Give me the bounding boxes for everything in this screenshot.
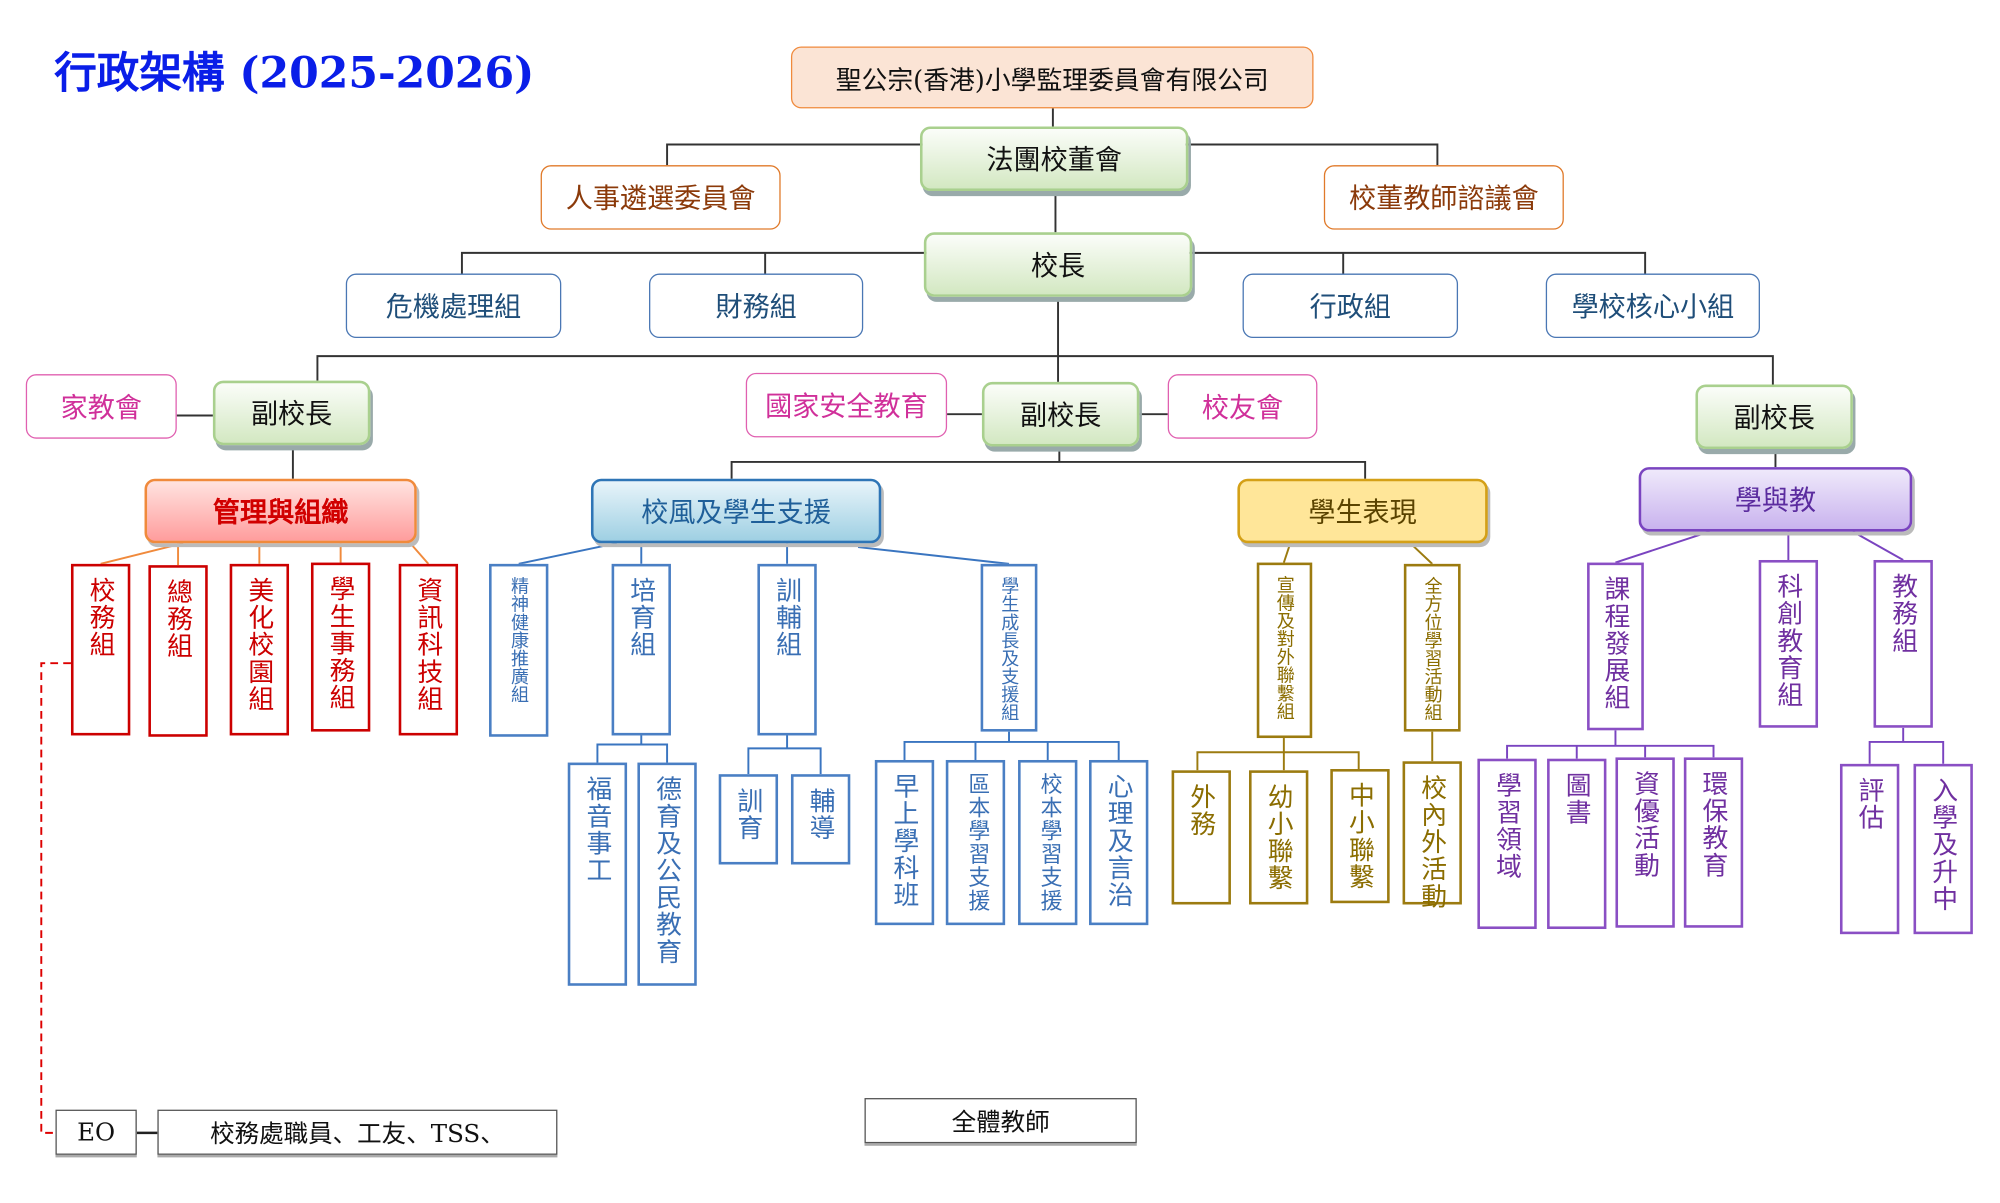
vice-principal-2-box: 副校長 xyxy=(981,381,1140,447)
vice-principal-1-box: 副校長 xyxy=(212,380,371,446)
consultative-council-box: 校董教師諮議會 xyxy=(1323,165,1564,230)
subgroup-box: 資優活動 xyxy=(1615,757,1675,928)
subgroup-box: 幼小聯繫 xyxy=(1249,770,1309,905)
connector xyxy=(1615,530,1904,564)
group-box: 總務組 xyxy=(148,565,208,737)
group-box: 訓輔組 xyxy=(757,563,817,736)
subgroup-box: 評估 xyxy=(1839,763,1900,935)
management-division-box: 管理與組織 xyxy=(144,478,417,544)
group-box: 學生事務組 xyxy=(310,562,371,732)
subgroup-box: 圖書 xyxy=(1547,758,1607,930)
subgroup-box: 中小聯繫 xyxy=(1330,769,1390,904)
group-box: 全方位學習活動組 xyxy=(1403,563,1461,732)
connector xyxy=(1282,542,1433,565)
connector xyxy=(100,542,430,566)
alumni-box: 校友會 xyxy=(1167,374,1318,439)
connector xyxy=(903,731,1120,760)
national-security-box: 國家安全教育 xyxy=(745,372,948,438)
group-box: 資訊科技組 xyxy=(398,563,459,736)
support-division-box: 校風及學生支援 xyxy=(590,478,882,544)
connector xyxy=(1868,727,1945,764)
selection-committee-box: 人事遴選委員會 xyxy=(540,165,781,230)
group-box: 培育組 xyxy=(611,563,671,736)
crisis-group-box: 危機處理組 xyxy=(345,273,562,339)
group-box: 教務組 xyxy=(1873,559,1933,728)
connector xyxy=(596,735,669,763)
board-box: 法團校董會 xyxy=(919,126,1189,191)
subgroup-box: 學習領域 xyxy=(1477,758,1537,930)
subgroup-box: 外務 xyxy=(1171,770,1231,905)
subgroup-box: 訓育 xyxy=(718,774,779,865)
group-box: 精神健康推廣組 xyxy=(489,563,549,737)
staff-box: 校務處職員、工友、TSS、 xyxy=(157,1109,558,1155)
connector xyxy=(747,735,822,775)
connector xyxy=(316,355,1774,385)
finance-group-box: 財務組 xyxy=(649,273,864,339)
dashed-connector xyxy=(40,662,71,1134)
learning-division-box: 學與教 xyxy=(1638,467,1913,532)
core-group-box: 學校核心小組 xyxy=(1545,273,1760,339)
eo-box: EO xyxy=(55,1109,137,1155)
pta-box: 家教會 xyxy=(25,374,177,439)
admin-group-box: 行政組 xyxy=(1242,273,1459,339)
group-box: 校務組 xyxy=(70,563,131,736)
group-box: 課程發展組 xyxy=(1587,562,1644,731)
subgroup-box: 校內外活動 xyxy=(1402,761,1462,910)
connector xyxy=(176,413,1168,417)
connector xyxy=(1506,730,1715,759)
connector xyxy=(730,449,1367,479)
connector xyxy=(518,542,1010,565)
subgroup-box: 德育及公民教育 xyxy=(637,762,697,986)
performance-division-box: 學生表現 xyxy=(1237,478,1488,544)
subgroup-box: 區本學習支援 xyxy=(945,759,1006,926)
group-box: 宣傳及對外聯繫組 xyxy=(1256,562,1313,739)
company-box: 聖公宗(香港)小學監理委員會有限公司 xyxy=(790,46,1314,109)
subgroup-box: 輔導 xyxy=(790,774,851,865)
subgroup-box: 環保教育 xyxy=(1683,757,1744,928)
group-box: 學生成長及支援組 xyxy=(980,563,1038,732)
vice-principal-3-box: 副校長 xyxy=(1695,384,1853,450)
group-box: 美化校園組 xyxy=(229,563,290,736)
connector xyxy=(1196,738,1360,771)
all-teachers-box: 全體教師 xyxy=(864,1098,1137,1144)
page-title: 行政架構 (2025-2026) xyxy=(54,47,535,99)
principal-box: 校長 xyxy=(923,232,1193,297)
subgroup-box: 福音事工 xyxy=(567,762,628,986)
subgroup-box: 入學及升中 xyxy=(1913,763,1973,935)
subgroup-box: 校本學習支援 xyxy=(1018,759,1078,926)
subgroup-box: 早上學科班 xyxy=(874,759,935,926)
group-box: 科創教育組 xyxy=(1758,559,1819,728)
subgroup-box: 心理及言治 xyxy=(1089,759,1149,926)
